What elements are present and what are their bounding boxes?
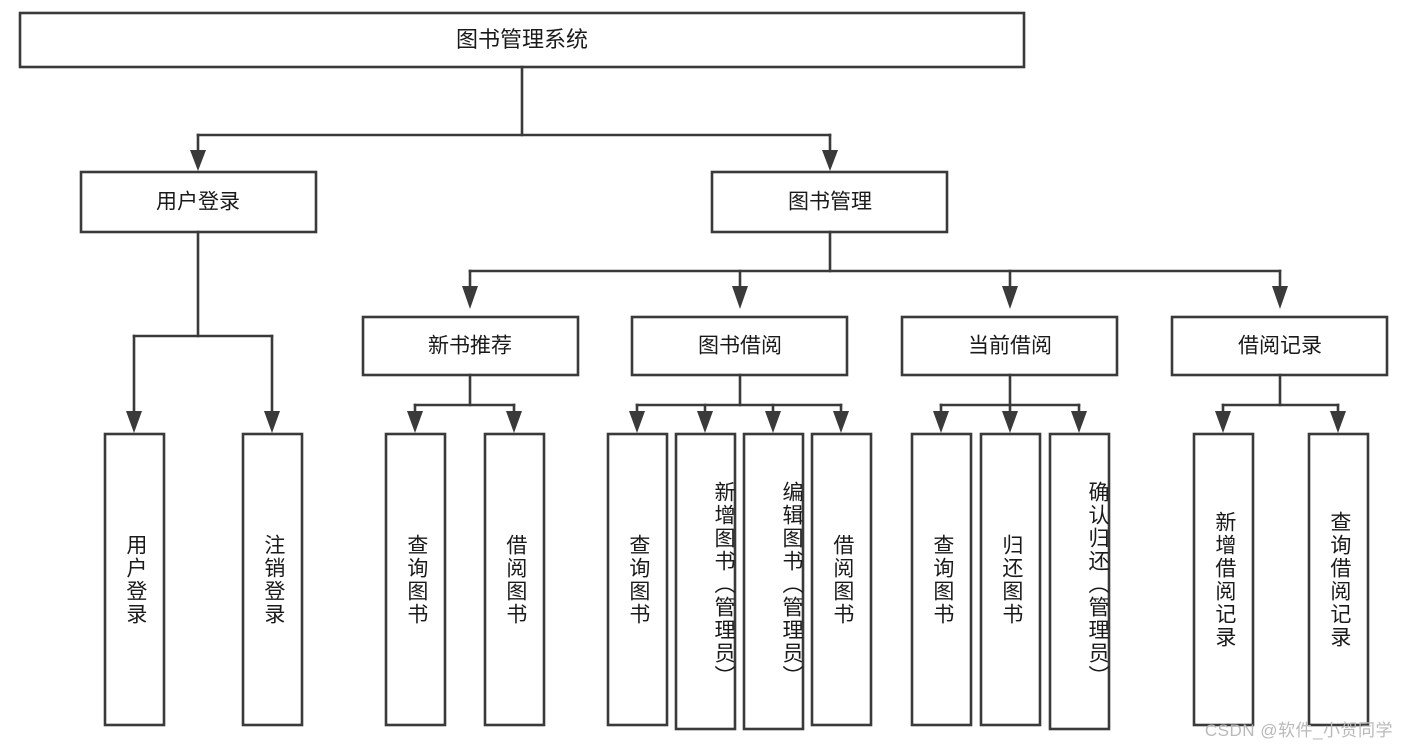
node-user-login-box bbox=[79, 170, 318, 234]
connector-current-borrow-to-leaves bbox=[933, 373, 1087, 433]
node-borrow-record[interactable]: 借阅记录 bbox=[1170, 315, 1389, 377]
arrow-head-icon bbox=[1002, 286, 1018, 309]
node-root-box bbox=[18, 11, 1026, 69]
node-root-label: 图书管理系统 bbox=[456, 27, 588, 52]
arrow-head-icon bbox=[190, 150, 206, 171]
leaf-box-query-book-current[interactable] bbox=[910, 432, 973, 727]
arrow-head-icon bbox=[407, 411, 423, 433]
node-new-book-recommend-label: 新书推荐 bbox=[428, 335, 512, 358]
leaf-box-add-borrow-record[interactable] bbox=[1192, 432, 1255, 727]
connector-book-borrow-to-leaves bbox=[629, 373, 849, 433]
connector-book-management-to-level3 bbox=[462, 230, 1288, 309]
connector-new-book-recommend-to-leaves bbox=[407, 373, 522, 433]
arrow-head-icon bbox=[822, 150, 838, 171]
arrow-head-icon bbox=[506, 411, 522, 433]
arrow-head-icon bbox=[833, 411, 849, 433]
leaf-box-confirm-return-admin[interactable] bbox=[1048, 432, 1111, 731]
arrow-head-icon bbox=[1002, 411, 1018, 433]
arrow-head-icon bbox=[629, 411, 645, 433]
leaf-box-query-book-borrow[interactable] bbox=[606, 432, 669, 727]
leaf-box-borrow-book-rec[interactable] bbox=[483, 432, 546, 727]
node-book-management-label: 图书管理 bbox=[788, 191, 872, 214]
node-book-management[interactable]: 图书管理 bbox=[710, 170, 949, 234]
arrow-head-icon bbox=[1215, 411, 1231, 433]
node-book-borrow[interactable]: 图书借阅 bbox=[630, 315, 849, 377]
leaf-box-user-login[interactable] bbox=[103, 432, 166, 727]
leaf-box-borrow-book[interactable] bbox=[810, 432, 873, 727]
arrow-head-icon bbox=[765, 411, 781, 433]
node-user-login-label: 用户登录 bbox=[156, 191, 240, 214]
leaf-box-query-book-rec[interactable] bbox=[384, 432, 447, 727]
arrow-head-icon bbox=[732, 286, 748, 309]
arrow-head-icon bbox=[697, 411, 713, 433]
leaf-box-edit-book-admin[interactable] bbox=[742, 432, 805, 731]
arrow-head-icon bbox=[933, 411, 949, 433]
watermark-text: CSDN @软件_小贺同学 bbox=[1204, 721, 1393, 740]
arrow-head-icon bbox=[462, 286, 478, 309]
node-current-borrow-box bbox=[900, 315, 1119, 377]
arrow-head-icon bbox=[264, 411, 280, 433]
arrow-head-icon bbox=[126, 411, 142, 433]
arrow-head-icon bbox=[1071, 411, 1087, 433]
connector-borrow-record-to-leaves bbox=[1215, 373, 1346, 433]
node-root-system[interactable]: 图书管理系统 bbox=[18, 11, 1026, 69]
node-current-borrow[interactable]: 当前借阅 bbox=[900, 315, 1119, 377]
leaf-box-query-borrow-record[interactable] bbox=[1307, 432, 1370, 727]
arrow-head-icon bbox=[1272, 286, 1288, 309]
arrow-head-icon bbox=[1330, 411, 1346, 433]
node-borrow-record-label: 借阅记录 bbox=[1238, 335, 1322, 358]
leaf-box-return-book[interactable] bbox=[979, 432, 1042, 727]
node-new-book-recommend-box bbox=[361, 315, 580, 377]
node-user-login[interactable]: 用户登录 bbox=[79, 170, 318, 234]
leaf-box-user-logout[interactable] bbox=[241, 432, 304, 727]
node-new-book-recommend[interactable]: 新书推荐 bbox=[361, 315, 580, 377]
leaf-box-add-book-admin[interactable] bbox=[674, 432, 737, 731]
node-current-borrow-label: 当前借阅 bbox=[968, 335, 1052, 358]
node-book-borrow-label: 图书借阅 bbox=[698, 335, 782, 358]
connector-user-login-to-leaves bbox=[126, 230, 280, 433]
connector-root-to-level2 bbox=[190, 65, 838, 171]
